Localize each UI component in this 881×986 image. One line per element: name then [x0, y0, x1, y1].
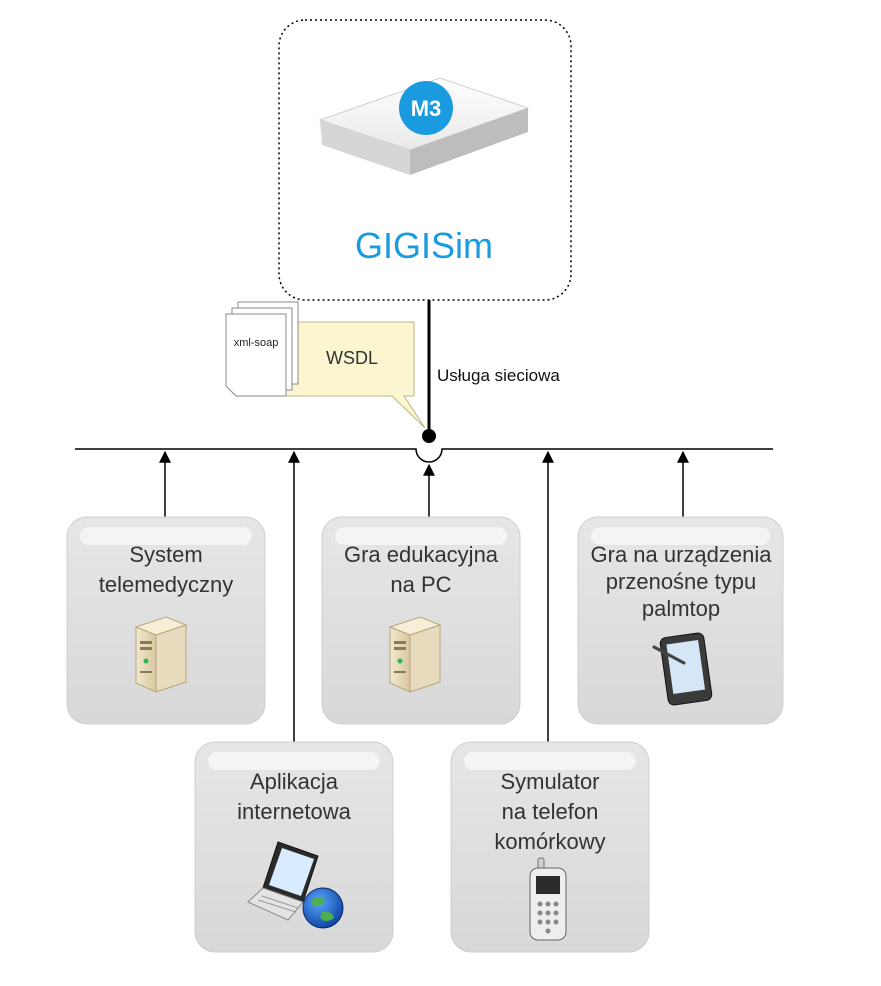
client-label: przenośne typu: [606, 569, 756, 594]
tablet-stylus-icon: [652, 632, 713, 706]
client-label: komórkowy: [494, 829, 605, 854]
service-label: Usługa sieciowa: [437, 366, 560, 385]
xml-soap-label: xml-soap: [234, 337, 279, 349]
server-node: M3 GIGISim: [278, 19, 572, 301]
client-label: na PC: [390, 572, 451, 597]
client-label: na telefon: [502, 799, 599, 824]
client-pc-game: Gra edukacyjna na PC: [321, 516, 521, 725]
mobile-phone-icon: [529, 857, 567, 941]
network-bus: [75, 448, 773, 463]
client-label: Aplikacja: [250, 769, 339, 794]
client-label: System: [129, 542, 202, 567]
client-label: Gra na urządzenia: [591, 542, 773, 567]
server-badge: M3: [411, 96, 442, 121]
client-label: palmtop: [642, 596, 720, 621]
bus-junction: [422, 429, 436, 443]
server-name: GIGISim: [355, 225, 493, 266]
xml-document-icon: xml-soap: [225, 301, 299, 397]
client-label: internetowa: [237, 799, 352, 824]
client-connectors: [159, 450, 689, 742]
server-device-icon: M3: [318, 77, 530, 175]
wsdl-label: WSDL: [326, 348, 378, 368]
client-mobile-simulator: Symulator na telefon komórkowy: [450, 741, 650, 953]
laptop-globe-icon: [247, 841, 344, 929]
server-container: [278, 19, 572, 301]
server-tower-icon: [134, 616, 188, 693]
server-tower-icon: [388, 616, 442, 693]
client-label: telemedyczny: [99, 572, 234, 597]
client-palmtop-game: Gra na urządzenia przenośne typu palmtop: [577, 516, 784, 725]
client-label: Gra edukacyjna: [344, 542, 499, 567]
client-telemedicine: System telemedyczny: [66, 516, 266, 725]
client-label: Symulator: [500, 769, 599, 794]
client-web-app: Aplikacja internetowa: [194, 741, 394, 953]
